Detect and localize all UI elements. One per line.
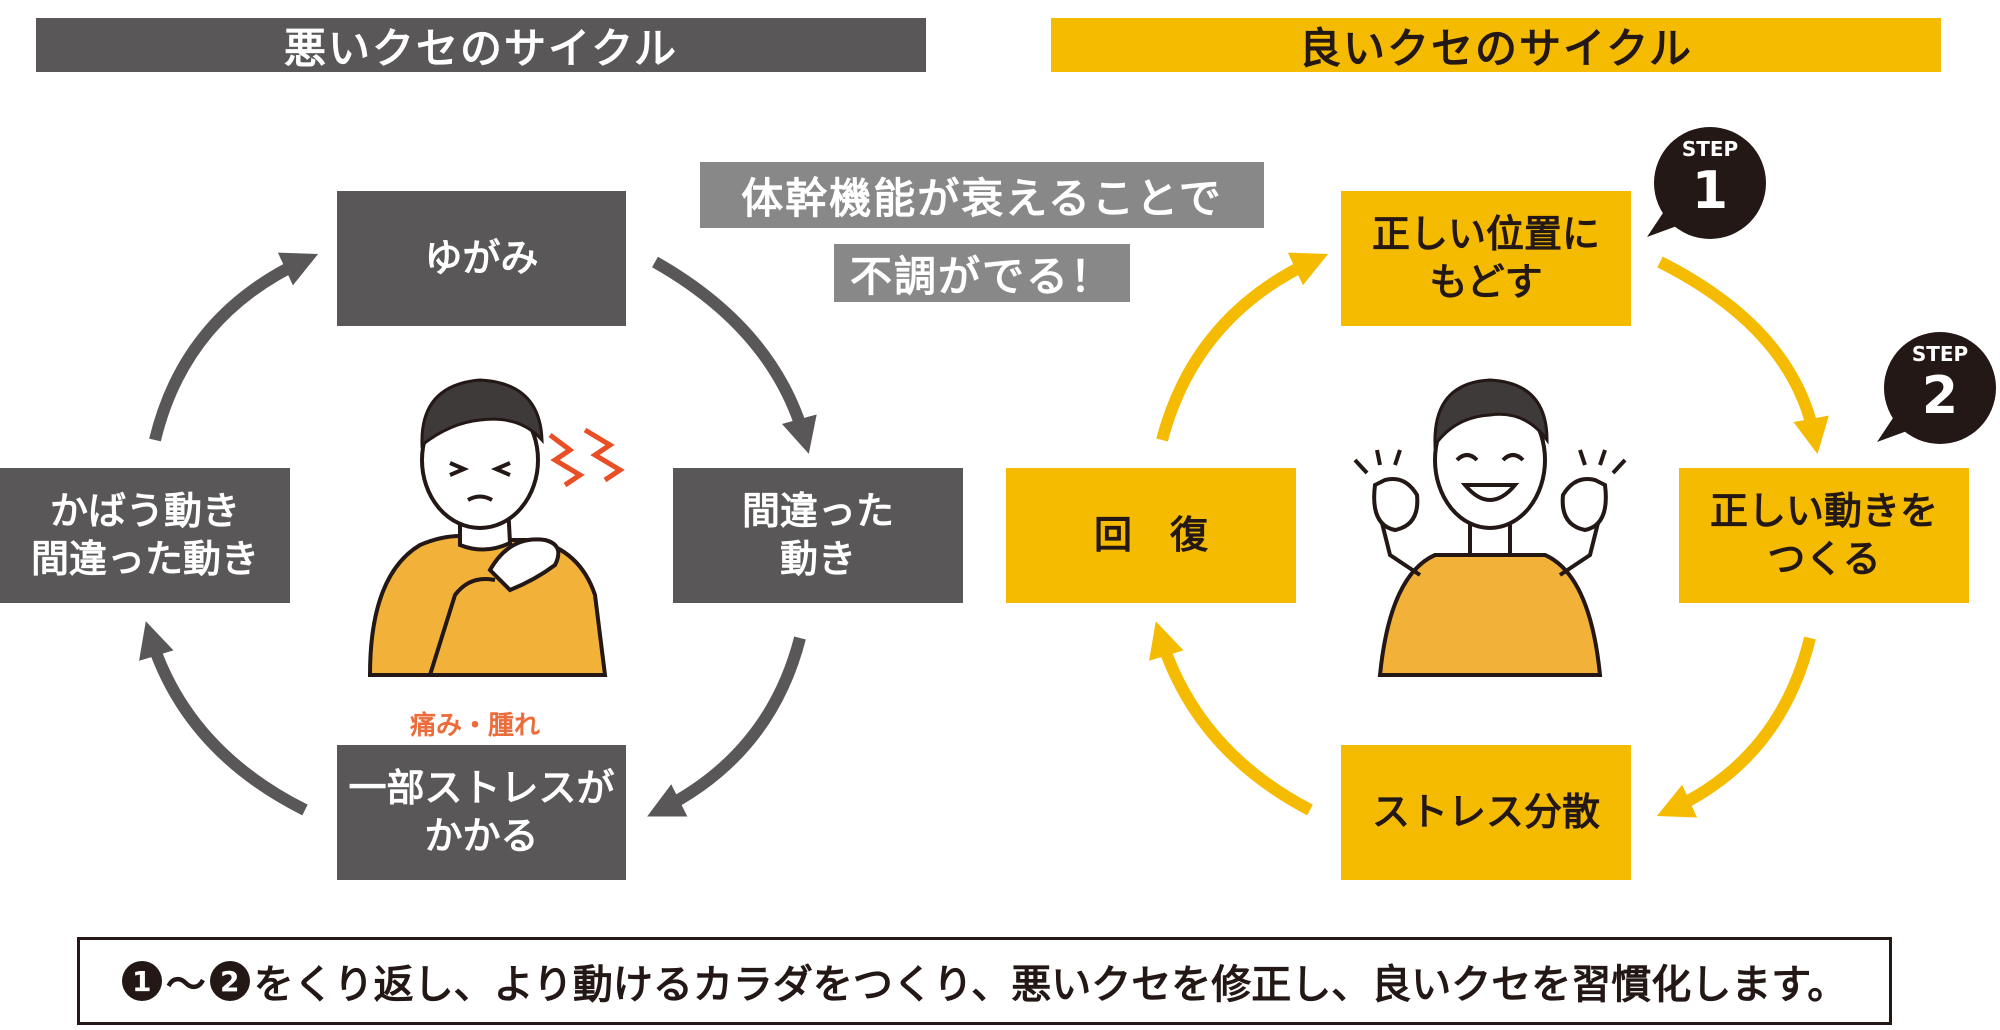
node-stress-distribution: ストレス分散: [1341, 745, 1631, 880]
arrow-bad-top-right: [652, 256, 817, 454]
node-correct-position: 正しい位置に もどす: [1341, 191, 1631, 326]
good-cycle-title-text: 良いクセのサイクル: [1299, 23, 1693, 73]
node-correct-movement: 正しい動きを つくる: [1679, 468, 1969, 603]
arrow-good-left-top: [1156, 252, 1329, 442]
callout-line-1: 体幹機能が衰えることで: [700, 162, 1264, 228]
bad-cycle-title-text: 悪いクセのサイクル: [284, 23, 678, 73]
node-correct-position-label: 正しい位置に もどす: [1371, 212, 1600, 304]
footer-summary: 1 〜 2 をくり返し、より動けるカラダをつくり、悪いクセを修正し、良いクセを習…: [77, 937, 1892, 1025]
footer-tilde: 〜: [165, 962, 206, 1008]
cheering-person-icon: [1353, 378, 1627, 677]
step-2-label: STEP: [1911, 342, 1969, 366]
step-1-badge: STEP 1: [1645, 125, 1775, 245]
step-2-number: 2: [1921, 366, 1959, 426]
node-stress-distribution-label: ストレス分散: [1371, 789, 1600, 834]
bad-cycle-title: 悪いクセのサイクル: [36, 18, 926, 73]
arrow-bad-left-top: [149, 252, 319, 442]
good-cycle-title: 良いクセのサイクル: [1051, 18, 1941, 73]
number-1-circle-icon: 1: [121, 961, 162, 1001]
node-protective-movement-label: かばう動き 間違った動き: [30, 489, 259, 581]
node-protective-movement: かばう動き 間違った動き: [0, 468, 290, 603]
step-1-label: STEP: [1681, 137, 1739, 161]
node-recovery: 回 復: [1006, 468, 1296, 603]
node-correct-movement-label: 正しい動きを つくる: [1709, 489, 1938, 581]
pain-shoulder-person-icon: [367, 378, 608, 677]
zigzag-pain-icon: [548, 427, 625, 488]
node-recovery-label: 回 復: [1093, 512, 1208, 557]
node-wrong-movement: 間違った 動き: [673, 468, 963, 603]
arrow-good-right-bottom: [1656, 636, 1816, 818]
node-distortion: ゆがみ: [337, 191, 626, 326]
footer-text: をくり返し、より動けるカラダをつくり、悪いクセを修正し、良いクセを習慣化します。: [253, 962, 1848, 1008]
step-1-number: 1: [1691, 161, 1729, 221]
node-distortion-label: ゆがみ: [424, 235, 539, 280]
node-partial-stress: 一部ストレスが かかる: [337, 745, 626, 880]
node-wrong-movement-label: 間違った 動き: [741, 489, 894, 581]
number-2-text: 2: [219, 964, 240, 998]
step-2-badge-shape: [1877, 332, 1996, 444]
callout-line-2-text: 不調がでる！: [849, 251, 1114, 301]
arrow-bad-bottom-left: [139, 621, 308, 816]
callout-line-1-text: 体幹機能が衰えることで: [741, 173, 1223, 223]
callout-line-2: 不調がでる！: [834, 244, 1130, 302]
arrow-good-bottom-left: [1149, 621, 1313, 816]
arrow-good-top-right: [1657, 256, 1829, 455]
number-2-circle-icon: 2: [209, 961, 250, 1001]
step-1-badge-shape: [1647, 127, 1766, 239]
number-1-text: 1: [131, 964, 152, 998]
step-2-badge: STEP 2: [1875, 330, 2000, 450]
pain-swelling-label: 痛み・腫れ: [410, 711, 541, 741]
node-partial-stress-label: 一部ストレスが かかる: [348, 766, 615, 858]
arrow-bad-right-bottom: [647, 636, 806, 817]
